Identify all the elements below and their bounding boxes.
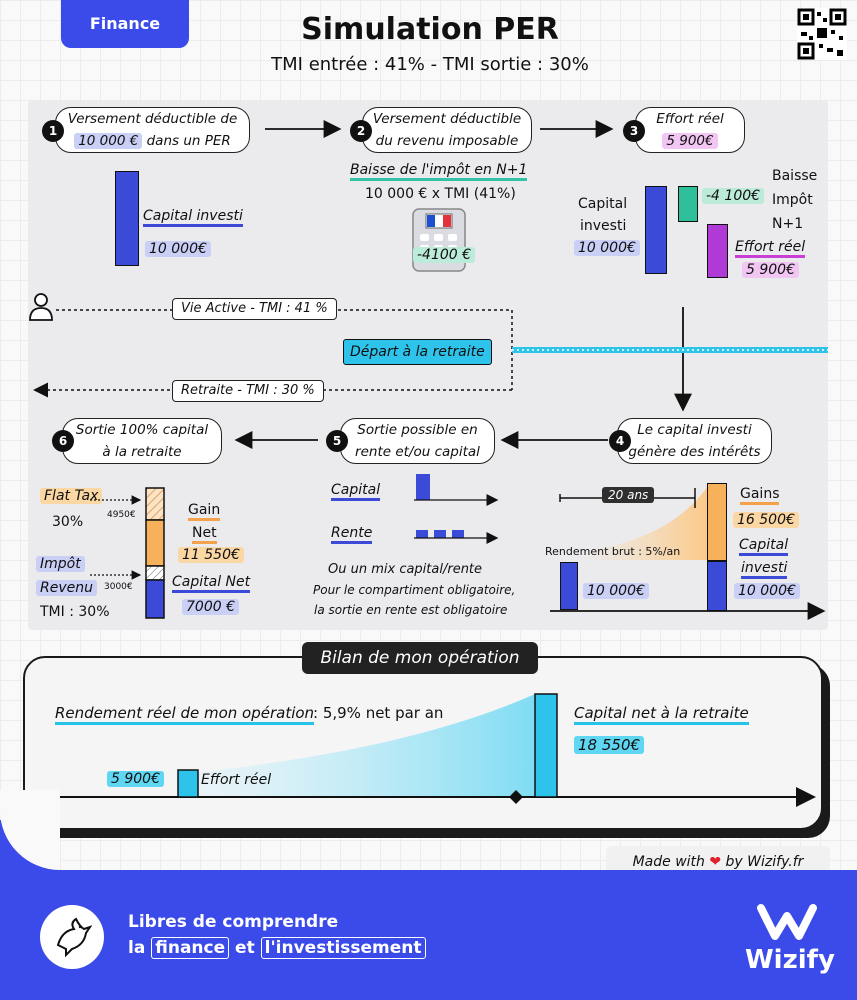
finance-badge[interactable]: Finance: [61, 0, 189, 48]
bilan-rendement-value: : 5,9% net par an: [313, 704, 444, 722]
p4-capital-label-2: investi: [741, 560, 788, 579]
p5-capital-label: Capital: [331, 482, 381, 501]
page-title: Simulation PER: [301, 12, 559, 47]
rendement-brut-label: Rendement brut : 5%/an: [545, 545, 681, 558]
p3-effort-bar: [707, 224, 728, 278]
step-5-bubble: Sortie possible en rente et/ou capital: [340, 418, 495, 464]
p6-capital-net-value: 7000 €: [182, 599, 239, 615]
p3-reduction-bar: [678, 186, 698, 222]
bilan-effort-value: 5 900€: [107, 771, 164, 787]
bilan-title: Bilan de mon opération: [302, 642, 538, 674]
bilan-capital-value: 18 550€: [574, 736, 645, 754]
p3-capital-bar: [645, 186, 667, 274]
p6-gain-label-2: Net: [192, 525, 217, 544]
finance-highlight: finance: [151, 937, 230, 959]
p6-flat-tax-amount: 4950€: [107, 510, 136, 520]
bilan-graph: [50, 693, 816, 807]
bilan-effort-label: Effort réel: [201, 772, 272, 788]
p4-gains-value: 16 500€: [733, 512, 799, 528]
capital-investi-bar: [115, 171, 139, 266]
p4-gains-bar: [707, 483, 727, 561]
p3-effort-label: Effort réel: [735, 239, 806, 258]
p3-capital-label-1: Capital: [578, 196, 628, 212]
p4-capital-bar: [707, 561, 727, 611]
p3-effort-value: 5 900€: [742, 262, 799, 278]
p5-note-3: la sortie en rente est obligatoire: [314, 603, 508, 617]
p6-impot-amount: 3000€: [104, 582, 133, 592]
p6-capital-net-label: Capital Net: [172, 574, 251, 593]
step-4-number: 4: [609, 430, 631, 452]
heart-icon: ❤: [709, 854, 722, 870]
step-2-number: 2: [350, 120, 372, 142]
p4-capital-value: 10 000€: [734, 583, 800, 599]
step-1-number: 1: [42, 120, 64, 142]
person-icon: [28, 292, 54, 322]
p6-gain-label-1: Gain: [188, 502, 221, 521]
wizify-logo-icon: [755, 902, 819, 942]
step-6-number: 6: [52, 430, 74, 452]
qr-code-icon[interactable]: [797, 8, 847, 60]
p4-capital-label-1: Capital: [739, 537, 789, 556]
footer: [0, 870, 857, 1000]
p6-gain-value: 11 550€: [178, 547, 244, 563]
bilan-capital-label: Capital net à la retraite: [574, 704, 749, 725]
p5-note-2: Pour le compartiment obligatoire,: [313, 583, 516, 597]
capital-investi-value: 10 000€: [145, 241, 211, 257]
p6-flat-tax-label: Flat Tax: [40, 488, 103, 504]
step-3-number: 3: [623, 120, 645, 142]
capital-investi-label: Capital investi: [143, 208, 243, 227]
duration-label: 20 ans: [602, 487, 655, 503]
p5-rente-label: Rente: [331, 525, 373, 544]
p6-bars: [90, 487, 165, 619]
bilan-rendement-label: Rendement réel de mon opération: [55, 704, 315, 725]
p5-note-1: Ou un mix capital/rente: [328, 562, 483, 577]
p3-capital-label-2: investi: [580, 218, 627, 234]
baisse-impot-title: Baisse de l'impôt en N+1: [350, 162, 528, 181]
p3-reduction-label-3: N+1: [772, 216, 804, 232]
p5-sortie-graph: [414, 474, 499, 544]
vie-active-label: Vie Active - TMI : 41 %: [172, 298, 337, 320]
depart-retraite-label: Départ à la retraite: [343, 339, 492, 365]
investissement-highlight: l'investissement: [260, 937, 426, 959]
step-5-number: 5: [326, 430, 348, 452]
p4-start-bar: [560, 562, 578, 610]
p6-impot-rate: TMI : 30%: [40, 604, 110, 620]
p6-impot-label-2: Revenu: [36, 580, 97, 596]
retraite-label: Retraite - TMI : 30 %: [172, 380, 324, 402]
dove-logo-icon: [40, 905, 104, 969]
p4-gains-label: Gains: [740, 486, 780, 505]
page-subtitle: TMI entrée : 41% - TMI sortie : 30%: [271, 54, 589, 75]
step-2-bubble: Versement déductible du revenu imposable: [362, 107, 532, 153]
footer-tagline-1: Libres de comprendre: [128, 912, 339, 932]
wizify-brand: Wizify: [745, 945, 835, 975]
baisse-impot-formula: 10 000 € x TMI (41%): [365, 186, 516, 202]
p6-flat-tax-rate: 30%: [52, 514, 84, 530]
step-4-bubble: Le capital investi génère des intérêts: [617, 418, 772, 464]
step-6-bubble: Sortie 100% capital à la retraite: [62, 418, 222, 464]
step-1-bubble: Versement déductible de 10 000 € dans un…: [55, 107, 250, 153]
p3-reduction-label-1: Baisse: [772, 168, 818, 184]
p6-impot-label-1: Impôt: [36, 556, 85, 572]
baisse-impot-value: -4100 €: [413, 247, 476, 263]
p3-capital-value: 10 000€: [574, 240, 640, 256]
p3-reduction-value: -4 100€: [702, 188, 765, 204]
p4-start-value: 10 000€: [583, 583, 649, 599]
p3-reduction-label-2: Impôt: [772, 192, 813, 208]
footer-tagline-2: la finance et l'investissement: [128, 937, 426, 959]
